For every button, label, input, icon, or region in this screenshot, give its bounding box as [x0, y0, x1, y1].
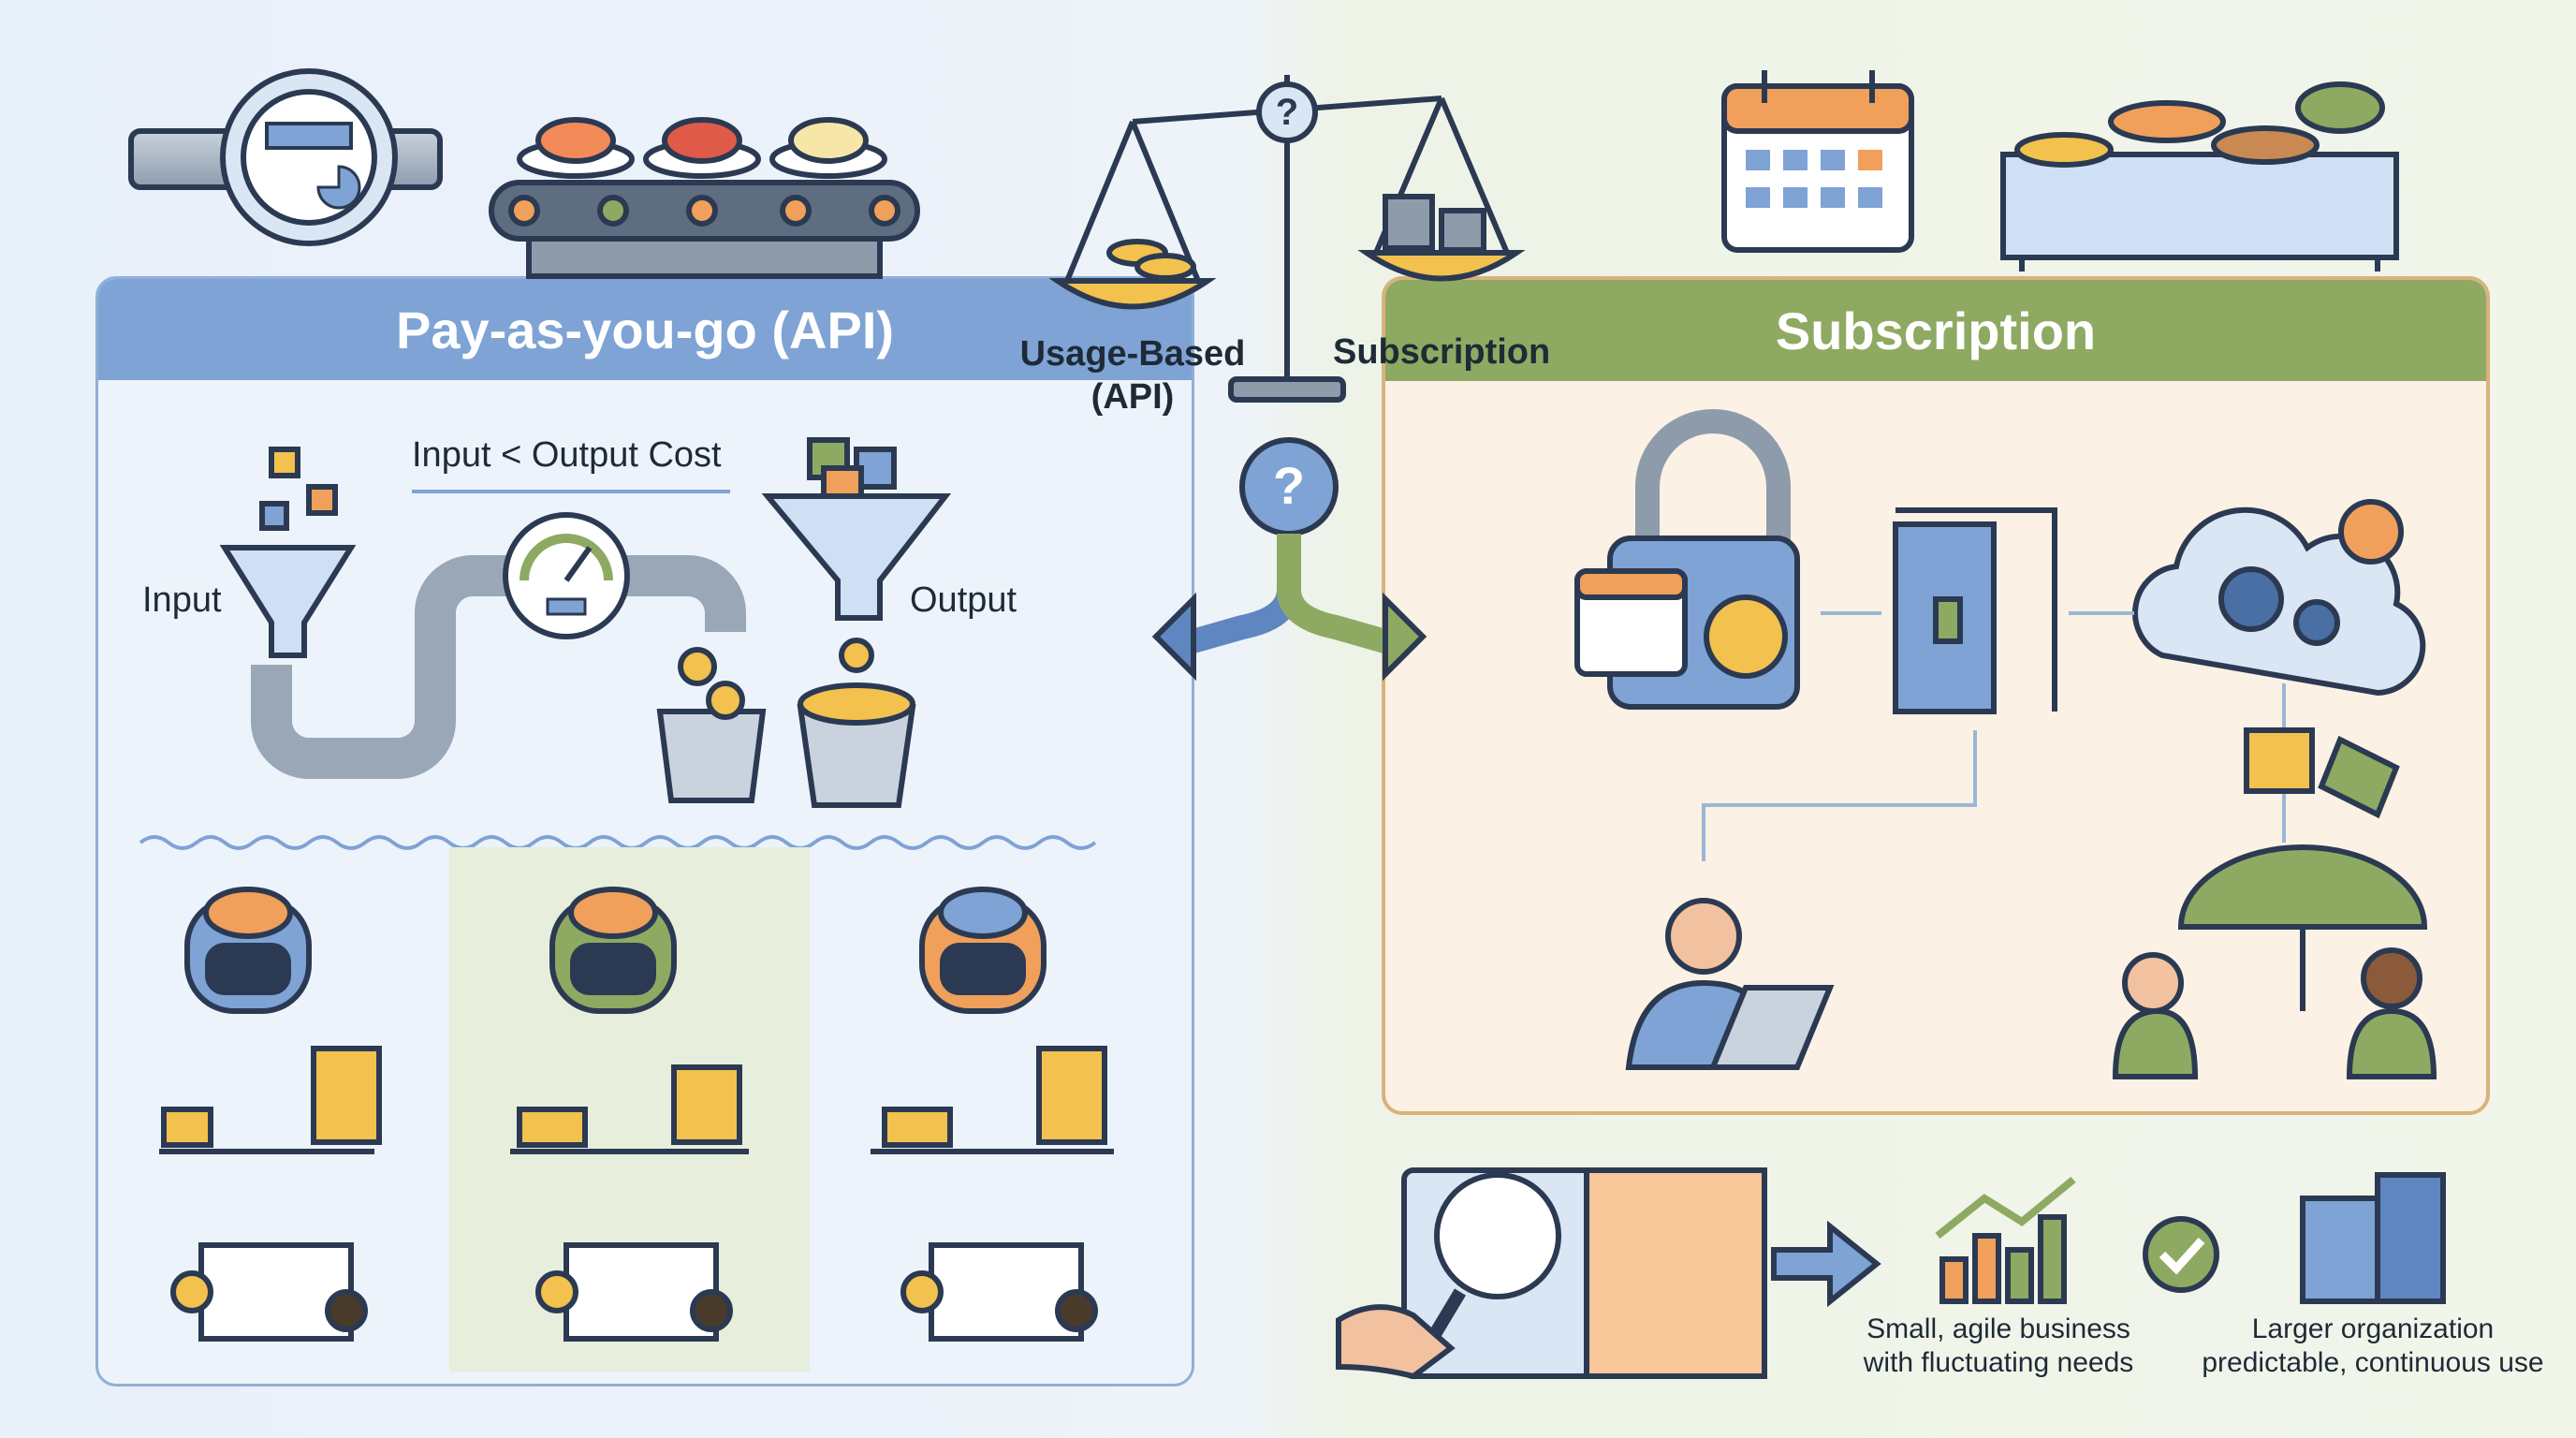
pressure-gauge-icon — [503, 512, 630, 639]
robot-column-1 — [159, 887, 382, 1342]
balance-scale-icon — [1048, 75, 1526, 403]
robot-column-3 — [871, 887, 1114, 1342]
water-meter-icon — [128, 68, 443, 246]
coins-balance-icon — [159, 1046, 382, 1154]
pipeline-icon — [251, 555, 746, 779]
building-icon — [2300, 1172, 2446, 1304]
cost-comparison-label: Input < Output Cost — [412, 435, 722, 475]
subscription-title: Subscription — [1385, 280, 2486, 381]
green-robot-icon — [549, 887, 677, 1014]
presentation-icon — [170, 1242, 368, 1342]
team-tablet-icon — [2112, 947, 2437, 1079]
large-organization-label: Larger organization predictable, continu… — [2202, 1313, 2544, 1378]
output-label: Output — [910, 580, 1017, 620]
coin-stack-icon — [2244, 727, 2315, 794]
input-funnel-icon — [219, 447, 357, 658]
cloud-gears-icon — [2132, 499, 2426, 697]
presentation-icon — [900, 1242, 1098, 1342]
buffet-table-icon — [2000, 81, 2399, 271]
full-bucket-icon — [797, 638, 916, 808]
blue-robot-icon — [184, 887, 312, 1014]
door-icon — [1893, 507, 2057, 714]
coins-balance-icon — [871, 1046, 1114, 1154]
magnifying-glass-icon — [1336, 1172, 1561, 1380]
robot-column-2 — [510, 887, 749, 1342]
decision-question-icon — [1151, 437, 1427, 682]
subscription-scale-label: Subscription — [1333, 332, 1551, 372]
output-funnel-icon — [761, 437, 952, 621]
decision-question-mark: ? — [1273, 456, 1305, 515]
presentation-icon — [535, 1242, 733, 1342]
check-circle-icon — [2143, 1216, 2219, 1293]
lock-icon — [1574, 409, 1800, 710]
coins-balance-icon — [510, 1064, 749, 1154]
umbrella-icon — [2177, 844, 2428, 1011]
scale-question-mark: ? — [1276, 92, 1298, 133]
usage-based-label: Usage-Based (API) — [1019, 334, 1246, 417]
orange-robot-icon — [919, 887, 1046, 1014]
input-label: Input — [142, 580, 222, 620]
calendar-icon — [1721, 70, 1914, 253]
price-tag-icon — [2318, 735, 2400, 819]
growth-chart-icon — [1935, 1176, 2076, 1304]
sushi-conveyor-icon — [489, 117, 920, 279]
right-arrow-icon — [1771, 1220, 1881, 1308]
pay-as-you-go-title: Pay-as-you-go (API) — [98, 279, 1192, 380]
wavy-divider — [139, 835, 1097, 850]
person-laptop-icon — [1625, 898, 1835, 1070]
small-bucket-icon — [656, 647, 767, 803]
small-business-label: Small, agile business with fluctuating n… — [1863, 1313, 2134, 1378]
